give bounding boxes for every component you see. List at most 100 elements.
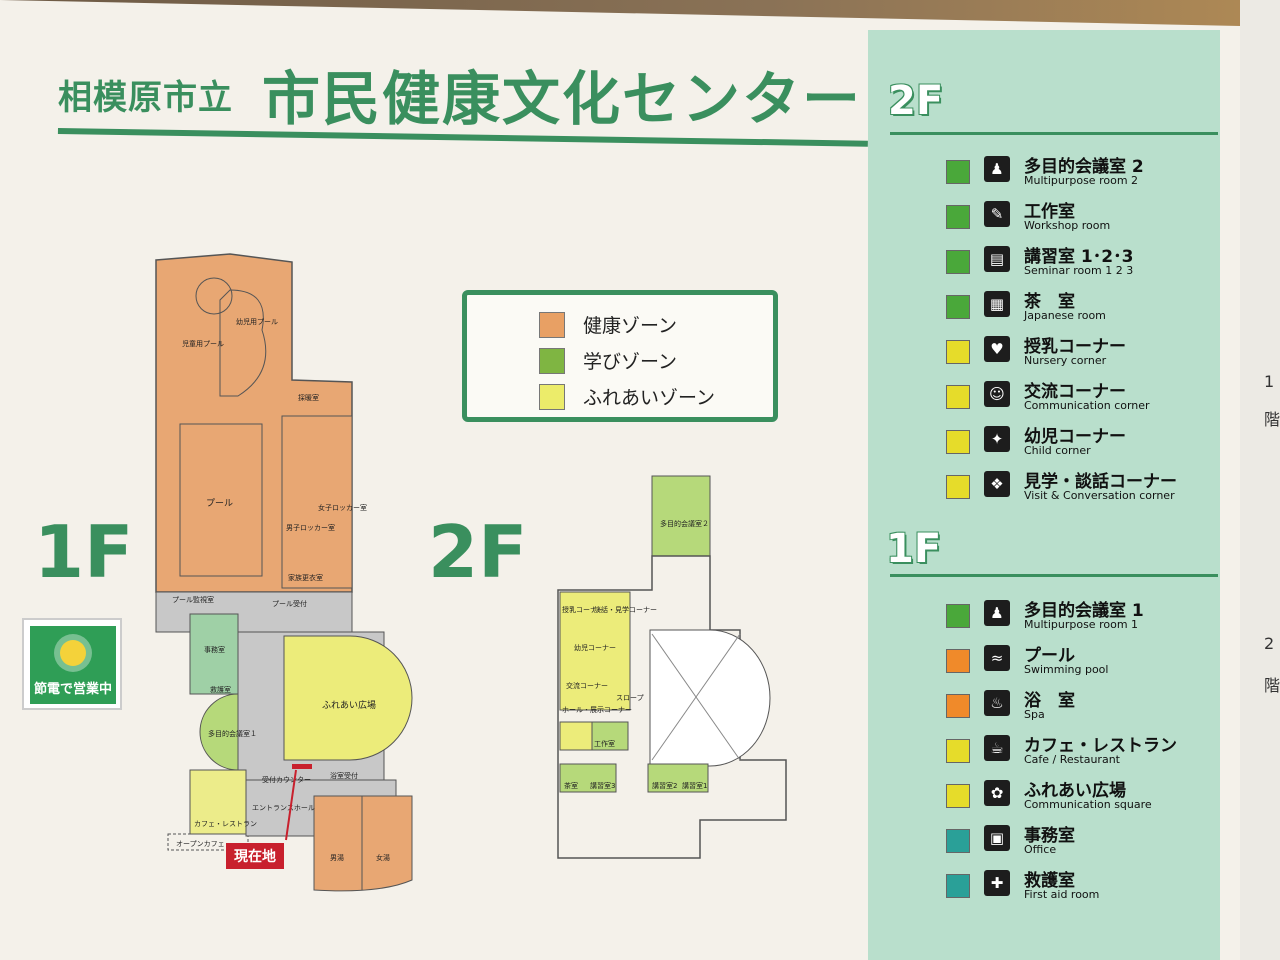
women-locker-label: 女子ロッカー室 bbox=[318, 503, 367, 512]
tea-room-icon: ▦ bbox=[984, 291, 1010, 317]
multipurpose2-label: 多目的会議室２ bbox=[660, 519, 709, 528]
meeting-icon: ♟ bbox=[984, 156, 1010, 182]
seminar-row-right bbox=[647, 763, 709, 793]
zone-swatch bbox=[946, 604, 970, 628]
facility-name-jp: 救護室 bbox=[1024, 871, 1075, 891]
hall-label: ホール・展示コーナー bbox=[562, 706, 632, 714]
workshop-label: 工作室 bbox=[594, 739, 615, 748]
multipurpose-2 bbox=[651, 475, 711, 557]
exchange-label: 交流コーナー bbox=[566, 681, 608, 690]
floor-label-1f: 1F bbox=[34, 510, 134, 594]
zone-swatch bbox=[946, 250, 970, 274]
kids-pool-label: 幼児用プール bbox=[236, 317, 278, 326]
strip-number-1: 1 bbox=[1264, 372, 1275, 391]
facility-name-jp: カフェ・レストラン bbox=[1024, 736, 1177, 756]
facility-name-en: Office bbox=[1024, 843, 1057, 856]
nursery-label: 授乳コーナー bbox=[562, 605, 604, 614]
facility-name-en: Communication square bbox=[1024, 798, 1152, 811]
zone-swatch bbox=[946, 385, 970, 409]
bath-zone bbox=[313, 795, 413, 892]
legend-swatch bbox=[539, 347, 565, 374]
office-zone bbox=[189, 613, 239, 695]
bath-reception-label: 浴室受付 bbox=[330, 771, 358, 780]
child-pool-label: 児童用プール bbox=[182, 339, 224, 348]
facility-name-jp: 多目的会議室 2 bbox=[1024, 157, 1144, 177]
reception-label: 受付カウンター bbox=[262, 775, 311, 784]
facility-name-jp: 多目的会議室 1 bbox=[1024, 601, 1144, 621]
legend-label: 健康ゾーン bbox=[583, 315, 678, 337]
plaza bbox=[283, 635, 413, 761]
panel-heading-2f: 2F bbox=[888, 78, 944, 124]
cafe-label: カフェ・レストラン bbox=[194, 820, 257, 828]
legend-health: 健康ゾーン bbox=[539, 311, 677, 338]
facility-name-en: Child corner bbox=[1024, 444, 1091, 457]
title-city: 相模原市立 bbox=[58, 78, 233, 118]
zone-swatch bbox=[946, 340, 970, 364]
corridor-1f bbox=[155, 591, 353, 633]
plaza-label: ふれあい広場 bbox=[322, 699, 376, 711]
facility-name-en: Communication corner bbox=[1024, 399, 1150, 412]
zone-swatch bbox=[946, 739, 970, 763]
dome-area bbox=[649, 629, 771, 767]
legend-label: 学びゾーン bbox=[583, 351, 678, 373]
facility-name-jp: ふれあい広場 bbox=[1024, 781, 1126, 801]
zone-swatch bbox=[946, 874, 970, 898]
nursery-icon: ♥ bbox=[984, 336, 1010, 362]
sticker-text: 節電で営業中 bbox=[33, 682, 112, 697]
facility-list-panel bbox=[868, 30, 1220, 960]
facility-name-jp: 浴 室 bbox=[1024, 691, 1075, 711]
child-pool-shape bbox=[219, 289, 267, 397]
pool-reception-label: プール受付 bbox=[272, 599, 307, 608]
pool-monitor-label: プール監視室 bbox=[172, 595, 214, 604]
men-locker-label: 男子ロッカー室 bbox=[286, 523, 335, 532]
panel-rule-1f bbox=[890, 574, 1218, 577]
seminar2-label: 講習室2 bbox=[652, 781, 677, 790]
open-cafe-label: オープンカフェ bbox=[176, 840, 225, 848]
pool-lane bbox=[179, 423, 263, 577]
spa-icon: ♨ bbox=[984, 690, 1010, 716]
facility-name-en: Visit & Conversation corner bbox=[1024, 489, 1175, 502]
conversation-icon: ❖ bbox=[984, 471, 1010, 497]
floor-label-2f: 2F bbox=[428, 510, 528, 594]
multipurpose1-label: 多目的会議室１ bbox=[208, 729, 257, 738]
facility-name-en: First aid room bbox=[1024, 888, 1100, 901]
changing-label: 家族更衣室 bbox=[288, 573, 323, 582]
facility-name-jp: 講習室 1･2･3 bbox=[1024, 247, 1134, 267]
facility-name-jp: 交流コーナー bbox=[1024, 382, 1126, 402]
kids-pool bbox=[195, 277, 233, 315]
zone-legend: 健康ゾーン 学びゾーン ふれあいゾーン bbox=[462, 290, 778, 422]
visit-label: 談話・見学コーナー bbox=[594, 605, 657, 614]
facility-name-jp: 授乳コーナー bbox=[1024, 337, 1126, 357]
strip-floor-1: 階 bbox=[1264, 410, 1280, 429]
men-bath-label: 男湯 bbox=[330, 853, 344, 862]
first-aid-icon: ✚ bbox=[984, 870, 1010, 896]
strip-floor-2: 階 bbox=[1264, 676, 1280, 695]
panel-rule-2f bbox=[890, 132, 1218, 135]
sticker-face: 節電で営業中 bbox=[30, 626, 116, 704]
cafe-icon: ☕ bbox=[984, 735, 1010, 761]
facility-name-en: Multipurpose room 1 bbox=[1024, 618, 1139, 631]
legend-learning: 学びゾーン bbox=[539, 347, 677, 374]
swimming-icon: ≈ bbox=[984, 645, 1010, 671]
plan-2f: 多目的会議室２ 授乳コーナー 談話・見学コーナー 幼児コーナー 交流コーナー ホ… bbox=[557, 475, 787, 859]
office-label: 事務室 bbox=[204, 645, 225, 654]
panel-heading-1f: 1F bbox=[886, 526, 942, 572]
open-cafe bbox=[167, 833, 249, 851]
seminar3-label: 講習室3 bbox=[590, 781, 615, 790]
zone-swatch bbox=[946, 430, 970, 454]
legend-swatch bbox=[539, 311, 565, 338]
child-icon: ✦ bbox=[984, 426, 1010, 452]
communication-icon: ☺ bbox=[984, 381, 1010, 407]
